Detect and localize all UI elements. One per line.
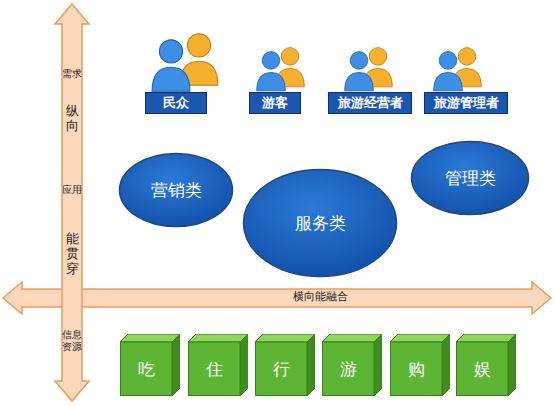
node-text: 营销类: [118, 152, 234, 228]
person-icon: [434, 48, 482, 91]
category-ellipse: 管理类: [410, 140, 530, 216]
cube-top: [188, 334, 248, 342]
role-label-box: 旅游经营者: [328, 92, 412, 114]
cube-top: [120, 334, 180, 342]
arrow-label: 需求: [57, 68, 87, 80]
resource-cube: 行: [255, 334, 315, 396]
vertical-double-arrow: [55, 4, 89, 401]
node-text: 住: [188, 342, 240, 396]
cube-front: [457, 342, 509, 396]
node-text: 游客: [250, 93, 300, 113]
horizontal-double-arrow: [3, 282, 551, 314]
node-text: 娱: [456, 342, 508, 396]
cube-side: [240, 334, 248, 396]
node-text: 行: [255, 342, 307, 396]
cube-top: [322, 334, 382, 342]
node-text: 购: [390, 342, 442, 396]
resource-cube: 吃: [120, 334, 180, 396]
arrow-label: 横向能融合: [280, 291, 360, 304]
cube-side: [442, 334, 450, 396]
cube-top: [456, 334, 516, 342]
cube-side: [508, 334, 516, 396]
resource-cube: 娱: [456, 334, 516, 396]
resource-cube: 游: [322, 334, 382, 396]
arrow-label: 信息资源: [61, 329, 83, 352]
role-label-box: 游客: [249, 92, 301, 114]
node-text: 游: [322, 342, 374, 396]
cube-front: [391, 342, 443, 396]
cube-top: [390, 334, 450, 342]
cube-side: [374, 334, 382, 396]
resource-cube: 购: [390, 334, 450, 396]
category-ellipse: 服务类: [242, 168, 398, 278]
node-text: 吃: [120, 342, 172, 396]
cube-front: [121, 342, 173, 396]
person-icon: [257, 48, 305, 91]
cube-side: [307, 334, 315, 396]
role-label-box: 民众: [145, 92, 207, 114]
arrow-label: 纵向: [65, 104, 79, 134]
cube-side: [172, 334, 180, 396]
node-text: 服务类: [242, 168, 398, 278]
resource-cube: 住: [188, 334, 248, 396]
person-icon: [345, 48, 393, 91]
person-icon: [152, 34, 218, 91]
arrow-label: 应用: [57, 184, 87, 196]
role-label-box: 旅游管理者: [424, 92, 508, 114]
arrow-label: 能贯穿: [65, 232, 79, 277]
category-ellipse: 营销类: [118, 152, 234, 228]
cube-top: [255, 334, 315, 342]
node-text: 民众: [146, 93, 206, 113]
node-text: 旅游经营者: [329, 93, 411, 113]
cube-front: [256, 342, 308, 396]
cube-front: [323, 342, 375, 396]
node-text: 管理类: [410, 140, 530, 216]
node-text: 旅游管理者: [425, 93, 507, 113]
cube-front: [189, 342, 241, 396]
